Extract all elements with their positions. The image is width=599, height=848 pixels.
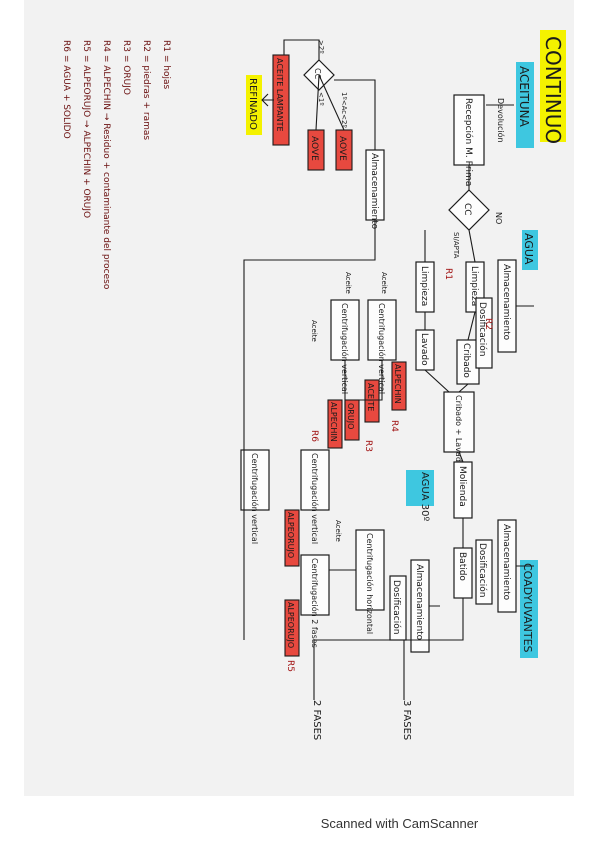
legend-r5: R5 = ALPEORUJO → ALPECHIN + ORUJO: [81, 40, 91, 218]
almacenamiento-agua-label: Almacenamiento: [501, 264, 511, 341]
aceite-label-1: Aceite: [380, 272, 388, 294]
flow-diagram: CONTINUO ACEITUNA AGUA COADYUVANTES AGUA…: [240, 30, 566, 740]
input-coadyuvantes-highlight: [520, 560, 538, 658]
centrif-2fases-box: [300, 554, 330, 616]
aceite-label-4: Aceite: [334, 520, 342, 542]
dosificacion-box-1: [475, 297, 493, 369]
limpieza-label-2: Limpieza: [419, 266, 429, 306]
input-aceituna: ACEITUNA: [517, 66, 531, 128]
alpechin-tag-1: [391, 361, 407, 411]
residue-r6: R6: [309, 430, 319, 442]
centrif-v2-label: Centrifugación vertical: [340, 303, 350, 394]
acidez-3-label: >2º: [317, 40, 325, 54]
centrif-horizontal-label: Centrifugación horizontal: [365, 533, 375, 634]
dos-fases-label: 2 FASES: [311, 700, 322, 740]
title-highlight: [540, 30, 566, 142]
almacen-coady-label: Almacenamiento: [501, 524, 511, 601]
legend-r3: R3 = ORUJO: [121, 40, 131, 95]
cribado-lavado-label: Cribado + Lavado: [454, 395, 463, 467]
input-agua-highlight: [522, 230, 538, 270]
input-coadyuvantes: COADYUVANTES: [521, 563, 534, 653]
legend-r2: R2 = piedras + ramas: [141, 40, 151, 140]
cribado-label: Cribado: [461, 343, 471, 378]
refinado-label: REFINADO: [247, 78, 258, 130]
flow-lines: [243, 39, 534, 700]
si-apta-label: SI/APTA: [452, 232, 460, 259]
aceite-label-3: Aceite: [310, 320, 318, 342]
alpeorujo-tag-2: [284, 599, 300, 657]
alpechin-tag-2: [327, 399, 343, 449]
legend-r6: R6 = AGUA + SOLIDO: [61, 40, 71, 139]
limpieza-label-1: Limpieza: [469, 266, 479, 306]
input-agua2-highlight: [406, 470, 434, 506]
recepcion-label: Recepción M. Prima: [463, 98, 474, 186]
residue-r5: R5: [285, 660, 295, 672]
scanner-footer-text: Scanned with CamScanner: [320, 816, 479, 831]
centrif-v4-box: [240, 449, 270, 511]
aove-label-2: AOVE: [309, 136, 319, 161]
tres-fases-label: 3 FASES: [401, 700, 412, 740]
alpeorujo-label-2: ALPEORUJO: [286, 602, 295, 648]
input-agua: AGUA: [522, 233, 535, 265]
aceite-label-2: Aceite: [344, 272, 352, 294]
acidez-2-label: <1º: [317, 92, 325, 106]
centrif-v4-label: Centrifugación vertical: [250, 453, 260, 544]
residue-r4: R4: [389, 420, 399, 432]
devolucion-label: Devolución: [496, 98, 506, 143]
aceite-tag: [364, 379, 380, 423]
almacen-agua2-label: Almacenamiento: [414, 564, 424, 641]
cc-label-2: CC: [313, 68, 322, 80]
alpeorujo-label-1: ALPEORUJO: [286, 512, 295, 558]
alpechin-label-2: ALPECHIN: [329, 402, 338, 442]
dosificacion-label-1: Dosificación: [477, 302, 488, 356]
no-label: NO: [494, 212, 503, 224]
dosif-coady-box: [475, 539, 493, 605]
cc-label-1: CC: [462, 203, 472, 216]
refinado-arrow: [261, 93, 274, 107]
aove-label-1: AOVE: [337, 136, 347, 161]
dosif-agua2-label: Dosificación: [391, 580, 402, 634]
aceite-red-label: ACEITE: [366, 383, 375, 411]
batido-label: Batido: [457, 552, 467, 581]
centrif-v3-label: Centrifugación vertical: [310, 453, 320, 544]
dosif-coady-label: Dosificación: [477, 543, 488, 597]
scanner-footer: Scanned with CamScanner: [0, 816, 599, 831]
centrif-v3-box: [300, 449, 330, 511]
legend-r4: R4 = ALPECHIN → Residuo + contaminante d…: [101, 40, 111, 290]
orujo-label: ORUJO: [346, 403, 355, 429]
residue-r3: R3: [363, 440, 373, 452]
refinado-highlight: [246, 75, 262, 135]
legend-r1: R1 = hojas: [161, 40, 171, 89]
residue-legend: R1 = hojas R2 = piedras + ramas R3 = ORU…: [61, 40, 171, 290]
lavado-label: Lavado: [419, 333, 429, 366]
aceite-lampante-label: ACEITE LAMPANTE: [275, 58, 284, 132]
centrif-2fases-label: Centrifugación 2 fases: [310, 558, 320, 648]
acidez-1-label: 1º<Ac<2º: [340, 92, 348, 128]
alpechin-label-1: ALPECHIN: [393, 364, 402, 404]
residue-r1: R1: [443, 268, 453, 280]
molienda-label: Molienda: [457, 466, 467, 507]
almacenamiento-aceite-label: Almacenamiento: [369, 153, 379, 230]
diagram-title: CONTINUO: [541, 36, 565, 144]
alpeorujo-tag-1: [284, 509, 300, 567]
input-agua-30: AGUA 30º: [419, 472, 430, 521]
input-aceituna-highlight: [516, 62, 534, 148]
residue-r2: R2: [483, 318, 493, 330]
centrif-v1-label: Centrifugación vertical: [377, 303, 387, 394]
